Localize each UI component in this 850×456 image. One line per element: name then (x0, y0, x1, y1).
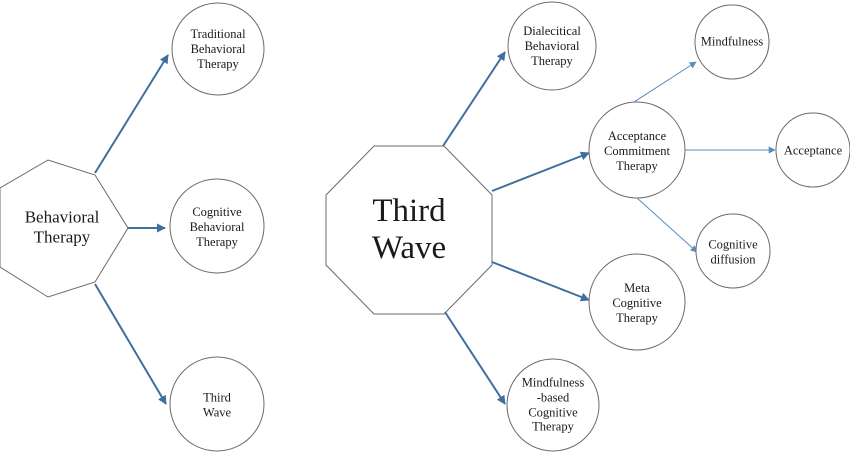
meta-cognitive-therapy-label: Meta Cognitive Therapy (612, 280, 662, 325)
mindfulness-label: Mindfulness (700, 34, 764, 49)
arrow-behavioral-to-third-wave (94, 283, 167, 405)
third-wave-small-node (169, 356, 265, 452)
dialectical-behavioral-therapy-label: Dialecitical Behavioral Therapy (523, 23, 581, 68)
behavioral-therapy-node (0, 159, 129, 298)
arrow-behavioral-to-traditional (94, 54, 169, 174)
behavioral-therapy-label: Behavioral Therapy (24, 207, 100, 247)
cognitive-behavioral-therapy-node (169, 178, 265, 274)
mindfulness-node (694, 4, 770, 80)
third-wave-small-label: Third Wave (202, 390, 232, 419)
mindfulness-based-cognitive-therapy-label: Mindfulness -based Cognitive Therapy (521, 375, 585, 434)
traditional-behavioral-therapy-node (171, 2, 265, 96)
mindfulness-based-cognitive-therapy-node (506, 358, 600, 452)
cognitive-diffusion-node (695, 213, 771, 289)
third-wave-octagon-node (325, 145, 493, 315)
third-wave-big-label: Third Wave (371, 193, 447, 266)
meta-cognitive-therapy-node (588, 253, 686, 351)
traditional-behavioral-therapy-label: Traditional Behavioral Therapy (190, 26, 246, 71)
arrow-thirdwave-to-mindfulness-based (444, 311, 506, 405)
acceptance-commitment-therapy-label: Acceptance Commitment Therapy (604, 128, 670, 173)
arrow-act-to-cognitive-diffusion (636, 197, 698, 253)
cognitive-behavioral-therapy-label: Cognitive Behavioral Therapy (189, 204, 245, 249)
dialectical-behavioral-therapy-node (507, 1, 597, 91)
cognitive-diffusion-label: Cognitive diffusion (708, 237, 758, 266)
arrow-thirdwave-to-meta (491, 261, 590, 302)
arrow-thirdwave-to-dialectical (442, 51, 506, 147)
arrow-act-to-mindfulness (633, 61, 697, 103)
acceptance-label: Acceptance (783, 143, 843, 158)
arrow-thirdwave-to-act (491, 151, 590, 192)
acceptance-node (775, 112, 850, 188)
